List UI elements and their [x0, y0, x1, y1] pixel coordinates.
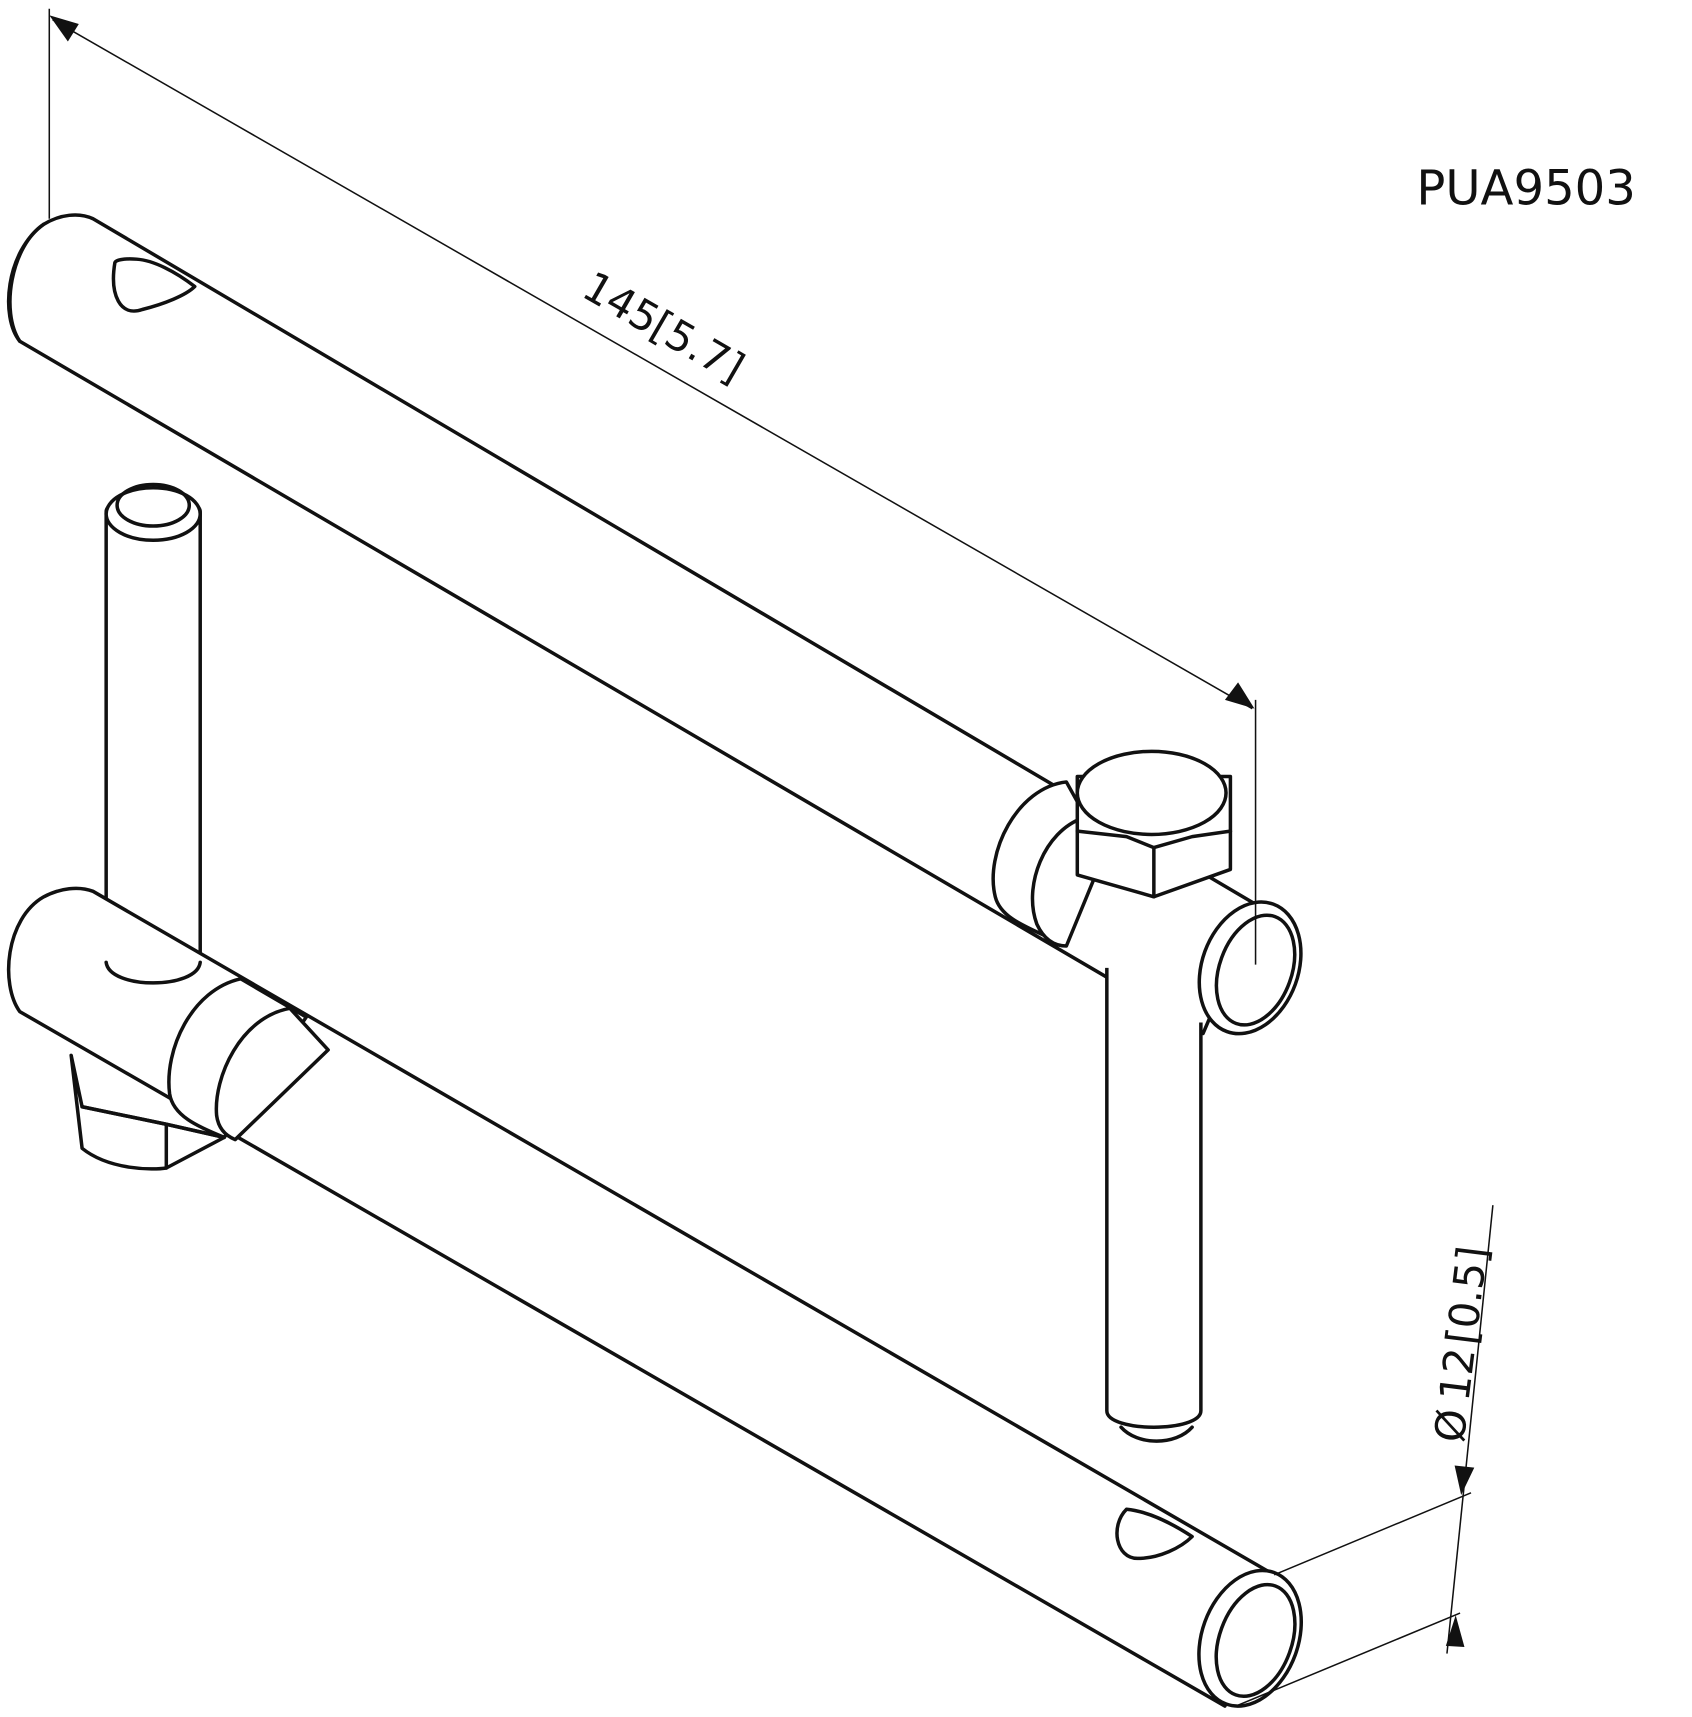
lower-tube [6, 886, 1304, 1708]
diameter-value: 12 [1430, 1345, 1485, 1403]
length-imperial: [5.7] [643, 301, 753, 393]
left-pin [104, 482, 202, 989]
lower-hex-nut [69, 1053, 227, 1171]
upper-tube [6, 213, 1303, 1036]
upper-hex-nut [1075, 749, 1233, 899]
part-number: PUA9503 [1416, 161, 1636, 217]
diameter-symbol: Ø [1425, 1406, 1478, 1444]
diameter-dimension: Ø 12 [0.5] [1235, 1205, 1498, 1707]
diameter-imperial: [0.5] [1437, 1243, 1498, 1347]
right-pin [1105, 967, 1203, 1443]
